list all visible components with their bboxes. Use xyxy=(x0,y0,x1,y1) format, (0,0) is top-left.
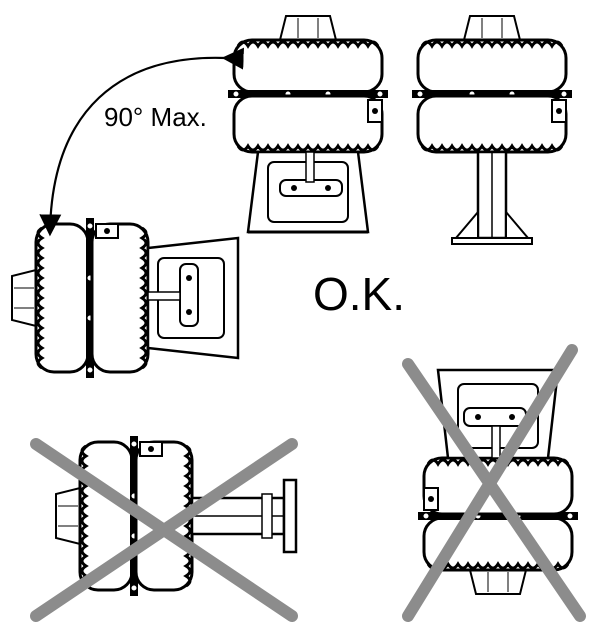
not-allowed-cross-right xyxy=(402,344,586,622)
figure-upright-pedestal xyxy=(410,14,574,245)
angle-limit-label: 90° Max. xyxy=(104,102,207,132)
figure-upright-yoke xyxy=(226,14,390,234)
figure-inverted xyxy=(416,368,580,596)
figure-tilted-90 xyxy=(10,216,240,380)
ok-label: O.K. xyxy=(313,268,405,320)
rotation-arc-arrow xyxy=(39,47,244,237)
not-allowed-cross-left xyxy=(30,438,298,622)
figure-horizontal-wall-bracket xyxy=(54,434,298,598)
